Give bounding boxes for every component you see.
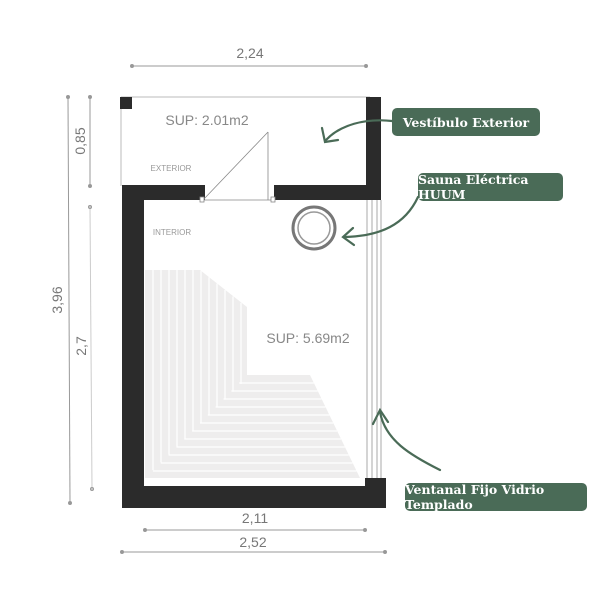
vestibule-outline bbox=[120, 96, 370, 186]
callout-vestibule: Vestíbulo Exterior bbox=[392, 108, 540, 136]
dim-left-upper: 0,85 bbox=[72, 127, 88, 154]
exterior-label: EXTERIOR bbox=[151, 164, 192, 173]
door bbox=[199, 131, 276, 203]
walls bbox=[120, 97, 386, 508]
interior-area: SUP: 5.69m2 bbox=[266, 330, 349, 346]
callout-arrows bbox=[320, 119, 442, 472]
dim-bottom-outer: 2,52 bbox=[239, 534, 266, 550]
fixed-window bbox=[366, 200, 382, 478]
dim-left-lower: 2,7 bbox=[73, 336, 89, 356]
interior-label: INTERIOR bbox=[153, 228, 191, 237]
sauna-heater bbox=[291, 205, 337, 251]
callout-window: Ventanal Fijo Vidrio Templado bbox=[405, 482, 587, 512]
exterior-area: SUP: 2.01m2 bbox=[165, 112, 248, 128]
callout-sauna-heater: Sauna Eléctrica HUUM bbox=[418, 172, 563, 202]
dim-top: 2,24 bbox=[236, 45, 263, 61]
dimension-lines bbox=[66, 64, 387, 554]
dim-left-total: 3,96 bbox=[49, 286, 65, 313]
dim-bottom-inner: 2,11 bbox=[242, 510, 268, 526]
sauna-bench bbox=[145, 270, 360, 478]
